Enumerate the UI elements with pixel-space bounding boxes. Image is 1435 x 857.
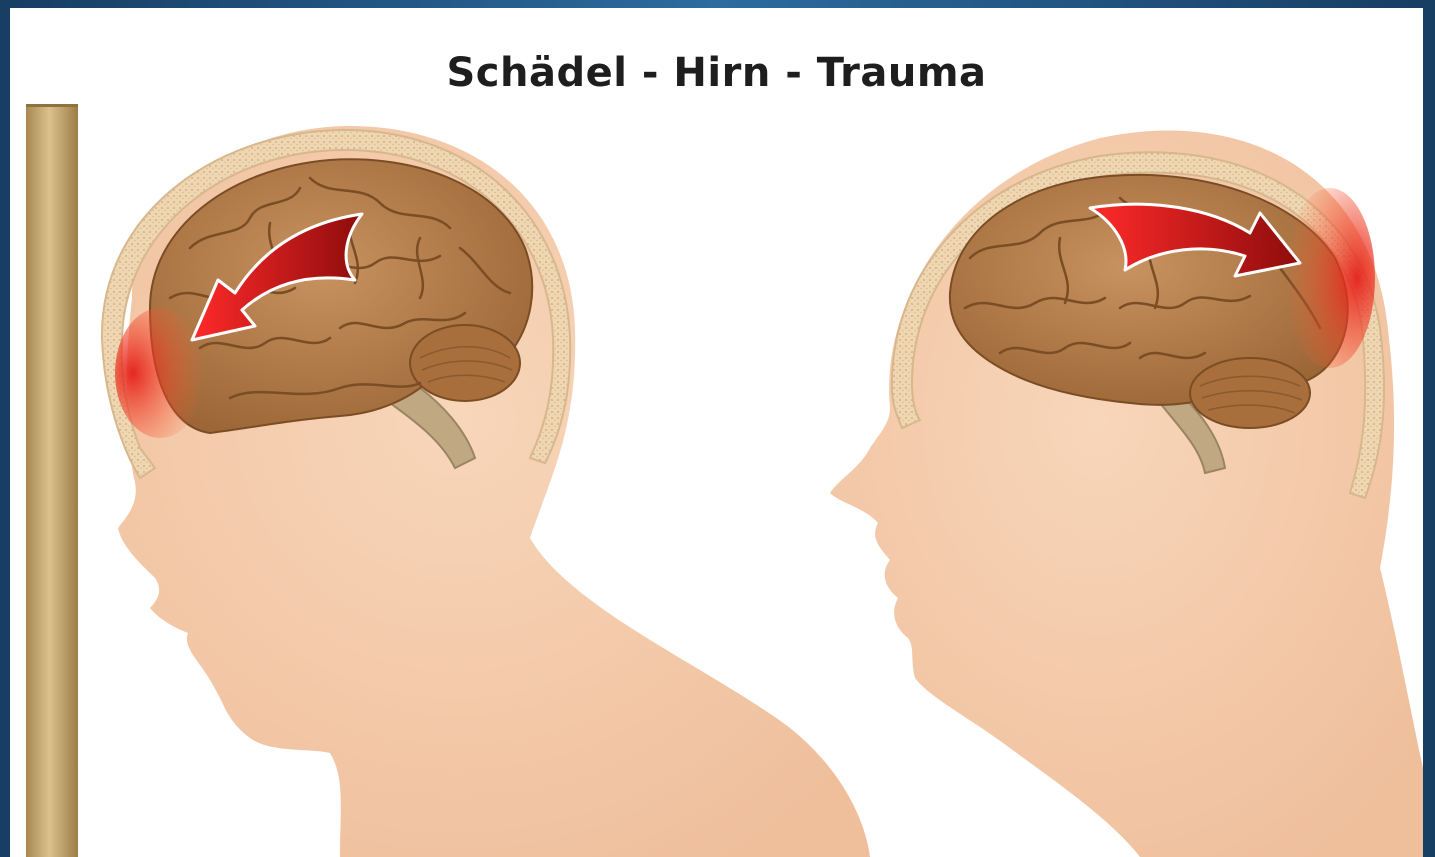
left-head (102, 126, 870, 857)
right-cerebellum (1190, 358, 1310, 428)
illustration-canvas: Schädel - Hirn - Trauma (10, 8, 1423, 857)
wall (26, 104, 78, 857)
right-head (830, 130, 1423, 857)
left-impact-zone (115, 308, 205, 438)
right-impact-zone (1285, 188, 1375, 368)
trauma-illustration (10, 8, 1423, 857)
left-cerebellum (410, 325, 520, 401)
